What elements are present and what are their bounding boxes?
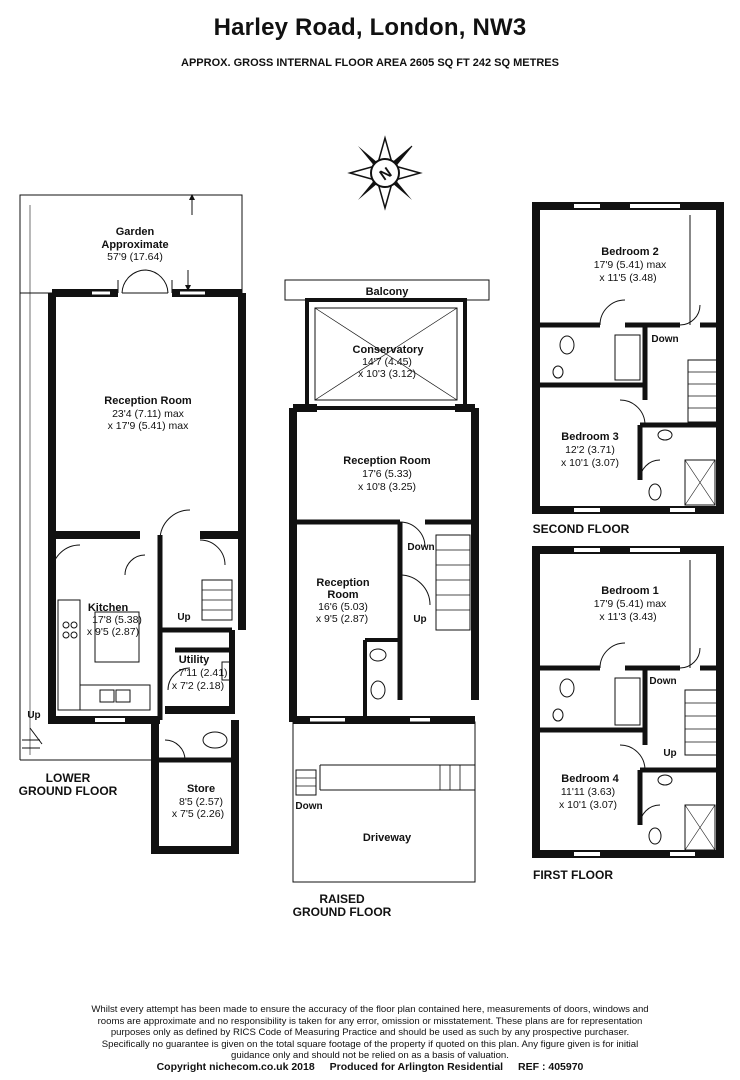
raised-ground-floor-labels: Balcony Conservatory 14'7 (4.45) x 10'3 …	[293, 286, 435, 919]
store-dims-1: 8'5 (2.57)	[179, 796, 223, 808]
rg-down-label: Down	[407, 542, 434, 553]
footer-reference: REF : 405970	[518, 1061, 584, 1073]
kitchen-label: Kitchen	[88, 602, 129, 614]
rg-driveway-down-label: Down	[295, 801, 322, 812]
disclaimer-text: Whilst every attempt has been made to en…	[91, 1004, 649, 1061]
first-floor-title: FIRST FLOOR	[533, 868, 613, 882]
bedroom3-dims-1: 12'2 (3.71)	[565, 444, 615, 456]
driveway-outline	[292, 721, 476, 883]
lg-reception-dims-1: 23'4 (7.11) max	[112, 408, 185, 420]
lg-reception-walls	[48, 289, 246, 540]
lower-ground-floor-title-2: GROUND FLOOR	[19, 784, 118, 798]
garden-label: Garden	[116, 226, 155, 238]
lg-outside-up-label: Up	[27, 710, 40, 721]
bedroom1-dims-2: x 11'3 (3.43)	[599, 611, 656, 623]
balcony-label: Balcony	[366, 286, 410, 298]
compass-rose: N	[347, 135, 423, 211]
rg-reception-dims-2: x 10'8 (3.25)	[358, 481, 416, 493]
utility-label: Utility	[179, 654, 210, 666]
second-floor-title: SECOND FLOOR	[533, 522, 630, 536]
conservatory-dims-2: x 10'3 (3.12)	[358, 368, 416, 380]
first-floor-labels: Bedroom 1 17'9 (5.41) max x 11'3 (3.43) …	[533, 585, 677, 882]
footer-produced-for: Produced for Arlington Residential	[329, 1061, 504, 1073]
first-floor-down-label: Down	[649, 676, 676, 687]
store-label: Store	[187, 783, 215, 795]
bedroom2-label: Bedroom 2	[601, 246, 658, 258]
bedroom4-dims-2: x 10'1 (3.07)	[559, 799, 617, 811]
raised-ground-floor-title-2: GROUND FLOOR	[293, 905, 392, 919]
store-dims-2: x 7'5 (2.26)	[172, 808, 224, 820]
second-floor-down-label: Down	[651, 334, 678, 345]
lower-ground-floor-plan	[19, 194, 246, 854]
bedroom1-dims-1: 17'9 (5.41) max	[594, 598, 667, 610]
rg-reception-label: Reception Room	[343, 455, 431, 467]
store-walls	[151, 720, 239, 854]
raised-ground-floor-title-1: RAISED	[319, 892, 365, 906]
rg-main-walls	[289, 404, 479, 722]
second-floor-plan	[532, 202, 724, 514]
second-floor-outline	[532, 202, 724, 514]
garden-dimensions: 57'9 (17.64)	[107, 251, 163, 263]
footer-copyright: Copyright nichecom.co.uk 2018	[156, 1061, 315, 1073]
rg-reception-dims-1: 17'6 (5.33)	[362, 468, 412, 480]
rg-reception2-dims-1: 16'6 (5.03)	[318, 601, 368, 613]
second-floor-labels: Bedroom 2 17'9 (5.41) max x 11'5 (3.48) …	[533, 246, 679, 536]
bedroom2-dims-1: 17'9 (5.41) max	[594, 259, 667, 271]
rg-reception2-dims-2: x 9'5 (2.87)	[316, 613, 368, 625]
footer: Copyright nichecom.co.uk 2018 Produced f…	[0, 1061, 740, 1073]
rg-reception2-label-2: Room	[327, 589, 358, 601]
utility-dims-2: x 7'2 (2.18)	[172, 680, 224, 692]
bedroom3-dims-2: x 10'1 (3.07)	[561, 457, 619, 469]
garden-label-approx: Approximate	[101, 239, 168, 251]
utility-dims-1: 7'11 (2.41)	[178, 667, 227, 679]
driveway-label: Driveway	[363, 832, 412, 844]
first-floor-outline	[532, 546, 724, 858]
lower-ground-floor-labels: Garden Approximate 57'9 (17.64) Receptio…	[19, 226, 228, 820]
bedroom4-dims-1: 11'11 (3.63)	[561, 786, 615, 798]
lg-reception-label: Reception Room	[104, 395, 192, 407]
first-floor-up-label: Up	[663, 748, 676, 759]
conservatory-label: Conservatory	[353, 344, 425, 356]
rg-up-label: Up	[413, 614, 426, 625]
kitchen-dims-1: 17'8 (5.38)	[92, 614, 142, 626]
raised-ground-floor-plan	[284, 279, 490, 883]
page-title: Harley Road, London, NW3	[213, 14, 527, 41]
rg-reception2-label-1: Reception	[316, 577, 369, 589]
floor-area-subtitle: APPROX. GROSS INTERNAL FLOOR AREA 2605 S…	[181, 57, 559, 69]
conservatory-outline	[305, 298, 467, 410]
lg-hall-up-label: Up	[177, 612, 190, 623]
lg-reception-dims-2: x 17'9 (5.41) max	[108, 420, 190, 432]
bedroom4-label: Bedroom 4	[561, 773, 619, 785]
conservatory-dims-1: 14'7 (4.45)	[362, 356, 412, 368]
kitchen-dims-2: x 9'5 (2.87)	[87, 626, 139, 638]
bedroom2-dims-2: x 11'5 (3.48)	[599, 272, 656, 284]
first-floor-plan	[532, 546, 724, 858]
bedroom1-label: Bedroom 1	[601, 585, 658, 597]
lower-ground-floor-title-1: LOWER	[46, 771, 91, 785]
bedroom3-label: Bedroom 3	[561, 431, 618, 443]
